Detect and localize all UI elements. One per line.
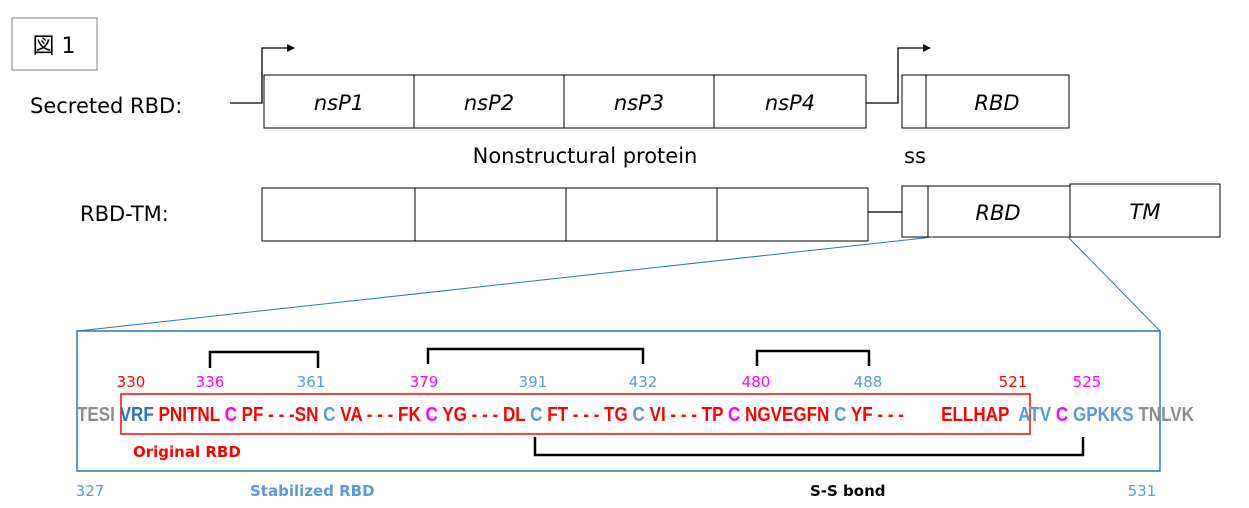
pos-330: 330 xyxy=(117,373,146,391)
pos-379: 379 xyxy=(410,373,439,391)
seq-cys-336: C xyxy=(225,404,237,426)
ss-bond-label: S-S bond xyxy=(810,482,886,500)
secreted-rbd-label: Secreted RBD: xyxy=(30,94,182,118)
pos-521: 521 xyxy=(999,373,1028,391)
zoom-line-left xyxy=(77,236,934,332)
rbd-tm-label: RBD-TM: xyxy=(80,202,169,226)
stabilized-rbd-frame xyxy=(76,330,1161,472)
pos-432: 432 xyxy=(629,373,658,391)
rbd-tm-nsp1-box xyxy=(261,187,416,242)
seq-segment-4: YG - - - DL xyxy=(442,404,525,426)
ss-bracket-336-361 xyxy=(208,350,320,368)
original-rbd-label: Original RBD xyxy=(133,443,241,461)
rbd-box-1 xyxy=(925,74,1070,129)
promoter-arrow-1 xyxy=(230,44,295,104)
seq-cys-361: C xyxy=(323,404,335,426)
ss-label: ss xyxy=(904,144,926,168)
signal-seq-box-1 xyxy=(901,74,927,129)
tm-label: TM xyxy=(1130,200,1161,224)
nsp1-label: nsP1 xyxy=(314,91,364,115)
nsp2-box xyxy=(413,74,565,129)
nsp3-label: nsP3 xyxy=(614,91,664,115)
seq-original-start: PNITNL xyxy=(159,404,220,426)
figure-label-box xyxy=(11,17,98,71)
seq-segment-2: PF - - -SN xyxy=(242,404,319,426)
seq-cys-525: C xyxy=(1056,404,1068,426)
rbd-box-2 xyxy=(927,185,1071,238)
seq-cys-480: C xyxy=(728,404,740,426)
pos-361: 361 xyxy=(297,373,326,391)
zoom-line-right xyxy=(1067,236,1161,332)
ss-bracket-480-488 xyxy=(755,349,871,366)
rbd-tm-nsp3-box xyxy=(565,187,718,242)
pos-391: 391 xyxy=(519,373,548,391)
signal-seq-box-2 xyxy=(901,185,929,238)
nsp4-box xyxy=(713,74,867,129)
pos-531: 531 xyxy=(1128,482,1157,500)
figure-label: 図 1 xyxy=(33,34,76,59)
ss-bracket-391-525 xyxy=(533,437,1085,457)
seq-cys-432: C xyxy=(633,404,645,426)
tm-box xyxy=(1069,183,1221,238)
rbd-tm-nsp4-box xyxy=(716,187,869,242)
seq-stabilized-c-ext: ATV xyxy=(1018,404,1051,426)
rbd-tm-nsp2-box xyxy=(414,187,567,242)
seq-segment-8: YF - - - xyxy=(851,404,904,426)
pos-480: 480 xyxy=(742,373,771,391)
seq-flank-c-term: TNLVK xyxy=(1138,404,1194,426)
pos-327: 327 xyxy=(76,482,105,500)
seq-cys-488: C xyxy=(834,404,846,426)
ss-bracket-379-432 xyxy=(426,347,645,364)
seq-flank-n-term: TESI xyxy=(77,404,115,426)
rbd-label-2: RBD xyxy=(975,201,1020,225)
amino-acid-sequence: TESI VRF PNITNL C PF - - -SN C VA - - - … xyxy=(77,404,1194,426)
nonstructural-protein-label: Nonstructural protein xyxy=(473,144,698,168)
pos-488: 488 xyxy=(854,373,883,391)
promoter-arrow-2 xyxy=(866,44,931,104)
rbd-label-1: RBD xyxy=(974,91,1019,115)
seq-stabilized-n-ext: VRF xyxy=(120,404,154,426)
nsp4-label: nsP4 xyxy=(765,91,815,115)
seq-cys-391: C xyxy=(530,404,542,426)
seq-cys-379: C xyxy=(426,404,438,426)
seq-original-end: ELLHAP xyxy=(941,404,1009,426)
seq-segment-6: VI - - - TP xyxy=(650,404,724,426)
original-rbd-frame xyxy=(120,393,1031,435)
seq-segment-7: NGVEGFN xyxy=(745,404,829,426)
nsp2-label: nsP2 xyxy=(464,91,514,115)
nsp1-box xyxy=(263,74,415,129)
stabilized-rbd-label: Stabilized RBD xyxy=(250,482,375,500)
seq-segment-3: VA - - - FK xyxy=(340,404,421,426)
seq-stabilized-c-tail: GPKKS xyxy=(1073,404,1134,426)
pos-525: 525 xyxy=(1073,373,1102,391)
seq-segment-5: FT - - - TG xyxy=(547,404,628,426)
pos-336: 336 xyxy=(196,373,225,391)
